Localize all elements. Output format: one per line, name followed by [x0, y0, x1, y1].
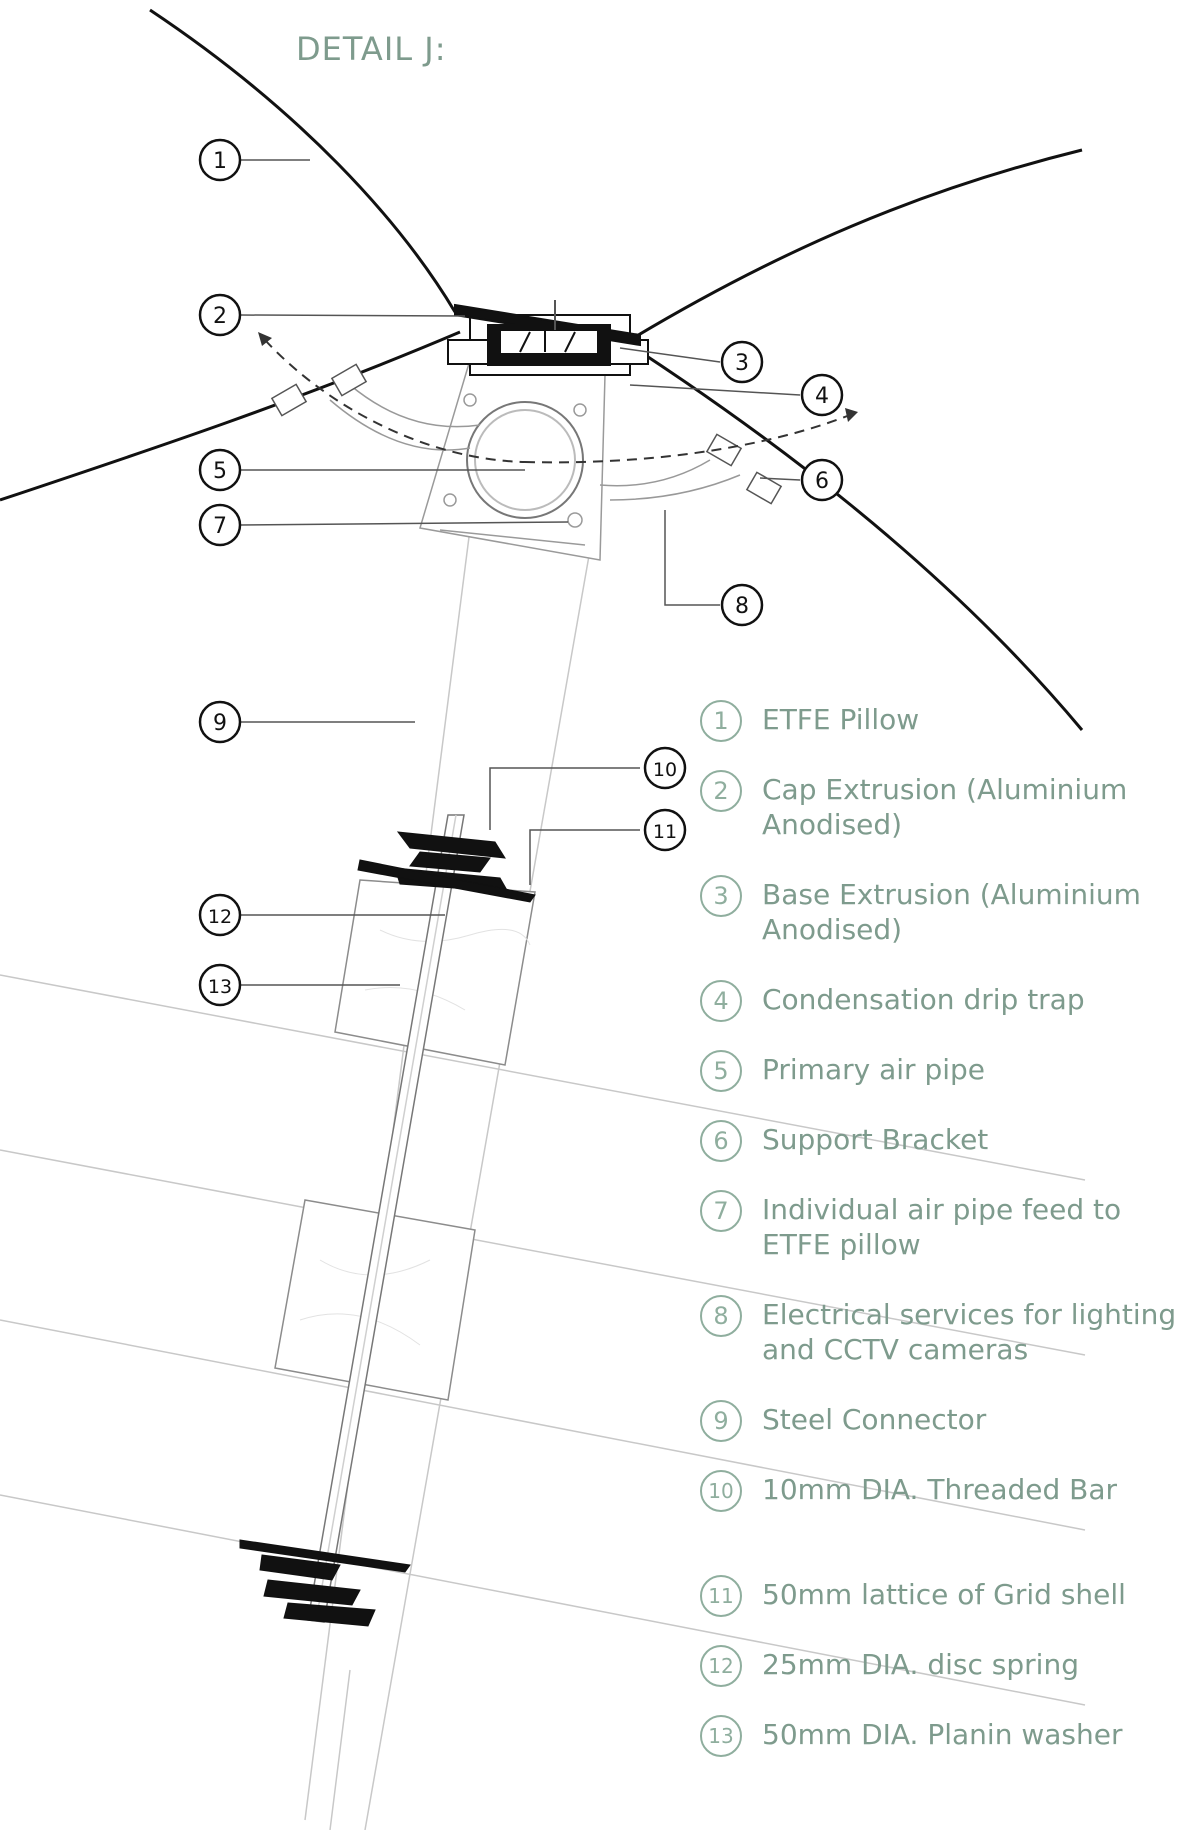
callout-circle — [720, 340, 764, 384]
legend-item: 1 ETFE Pillow — [700, 700, 1190, 742]
callout-label: 2 — [213, 304, 227, 329]
legend-item: 8 Electrical services for lighting and C… — [700, 1295, 1190, 1367]
callout-circle — [198, 893, 242, 937]
callout-circle — [800, 458, 844, 502]
disc-spring-bottom — [239, 1539, 411, 1627]
callout-circle — [198, 138, 242, 182]
legend-item: 6 Support Bracket — [700, 1120, 1190, 1162]
legend-item: 7 Individual air pipe feed to ETFE pillo… — [700, 1190, 1190, 1262]
legend-number: 13 — [700, 1715, 742, 1757]
page-title: DETAIL J: — [296, 30, 447, 68]
callout-circle — [198, 503, 242, 547]
callout-label: 7 — [213, 514, 227, 539]
legend-item: 9 Steel Connector — [700, 1400, 1190, 1442]
legend-item: 2 Cap Extrusion (Aluminium Anodised) — [700, 770, 1190, 842]
legend-text: Condensation drip trap — [762, 983, 1085, 1016]
extrusions — [447, 300, 649, 376]
legend-text: Support Bracket — [762, 1123, 989, 1156]
legend-text: Individual air pipe feed to ETFE pillow — [762, 1193, 1122, 1261]
callout-label: 12 — [208, 906, 232, 928]
legend-text: Electrical services for lighting and CCT… — [762, 1298, 1177, 1366]
legend-number: 2 — [700, 770, 742, 812]
legend-text: 25mm DIA. disc spring — [762, 1648, 1079, 1681]
legend-text: 50mm lattice of Grid shell — [762, 1578, 1126, 1611]
legend-number: 7 — [700, 1190, 742, 1232]
legend-item: 11 50mm lattice of Grid shell — [700, 1575, 1190, 1617]
callout-label: 9 — [213, 711, 227, 736]
legend-text: Primary air pipe — [762, 1053, 986, 1086]
legend-number: 8 — [700, 1295, 742, 1337]
clamps — [270, 363, 783, 505]
callout-circle — [800, 373, 844, 417]
legend-item: 5 Primary air pipe — [700, 1050, 1190, 1092]
legend-item: 4 Condensation drip trap — [700, 980, 1190, 1022]
legend-number: 9 — [700, 1400, 742, 1442]
primary-air-pipe — [466, 401, 584, 519]
legend-item: 12 25mm DIA. disc spring — [700, 1645, 1190, 1687]
legend-number: 11 — [700, 1575, 742, 1617]
legend-text: 50mm DIA. Planin washer — [762, 1718, 1123, 1751]
callout-circle — [198, 448, 242, 492]
support-bracket — [329, 384, 741, 501]
leader-lines — [239, 159, 801, 986]
legend-item: 10 10mm DIA. Threaded Bar — [700, 1470, 1190, 1512]
legend-text: Base Extrusion (Aluminium Anodised) — [762, 878, 1141, 946]
legend-text: ETFE Pillow — [762, 703, 920, 736]
legend-number: 10 — [700, 1470, 742, 1512]
callout-circle — [198, 700, 242, 744]
callout-label: 1 — [213, 149, 227, 174]
steel-connector-lines — [304, 489, 591, 1830]
callout-label: 10 — [653, 759, 677, 781]
callout-circle — [643, 808, 687, 852]
callout-label: 8 — [735, 594, 749, 619]
legend-number: 1 — [700, 700, 742, 742]
callout-label: 13 — [208, 976, 232, 998]
legend-item: 13 50mm DIA. Planin washer — [700, 1715, 1190, 1757]
callout-label: 11 — [653, 821, 677, 843]
legend-number: 12 — [700, 1645, 742, 1687]
legend-number: 4 — [700, 980, 742, 1022]
lattice-lines — [0, 974, 1086, 1706]
disc-spring-top — [357, 831, 536, 903]
callout-circle — [720, 583, 764, 627]
callout-label: 4 — [815, 384, 829, 409]
legend-item: 3 Base Extrusion (Aluminium Anodised) — [700, 875, 1190, 947]
legend-text: Cap Extrusion (Aluminium Anodised) — [762, 773, 1128, 841]
arrow-heads — [258, 332, 858, 422]
callout-circle — [198, 963, 242, 1007]
callout-label: 3 — [735, 351, 749, 376]
callout-circle — [198, 293, 242, 337]
air-flow-arrows — [264, 339, 851, 464]
legend-text: Steel Connector — [762, 1403, 987, 1436]
legend-text: 10mm DIA. Threaded Bar — [762, 1473, 1118, 1506]
legend-number: 6 — [700, 1120, 742, 1162]
callout-label: 6 — [815, 469, 829, 494]
legend-number: 3 — [700, 875, 742, 917]
callout-label: 5 — [213, 459, 227, 484]
legend-number: 5 — [700, 1050, 742, 1092]
etfe-pillow-curves — [0, 8, 1084, 731]
callout-circle — [643, 746, 687, 790]
